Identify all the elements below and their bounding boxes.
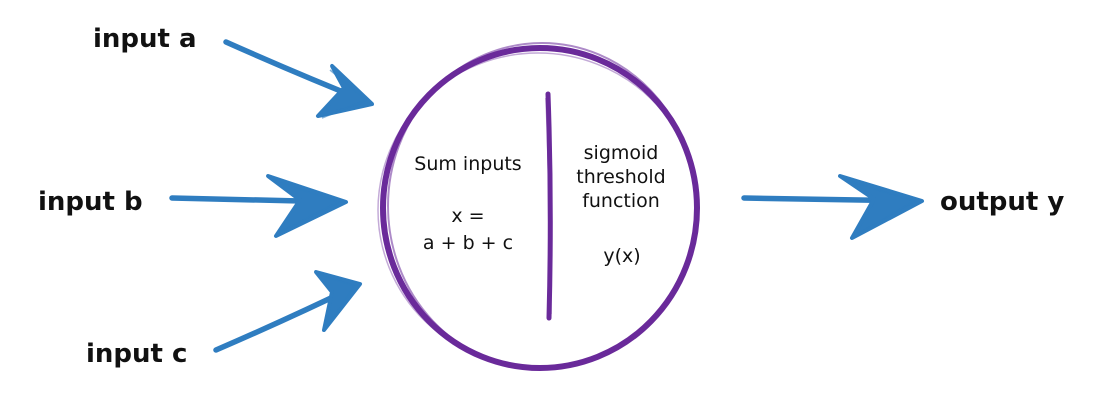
input-b-label: input b	[38, 187, 143, 217]
sum-equation-line2: a + b + c	[423, 232, 513, 254]
output-label: output y	[940, 187, 1064, 217]
input-c-label: input c	[86, 339, 187, 369]
arrow-input-c	[213, 270, 362, 353]
sigmoid-label-line2: threshold	[576, 166, 665, 188]
sigmoid-label-line3: function	[582, 190, 660, 212]
sum-equation-line1: x =	[451, 205, 484, 227]
sigmoid-label-line1: sigmoid	[584, 142, 659, 164]
arrow-output	[741, 174, 924, 240]
arrow-input-a	[223, 39, 374, 119]
arrow-input-b	[169, 174, 348, 238]
sum-inputs-label: Sum inputs	[414, 153, 521, 175]
sigmoid-formula: y(x)	[603, 245, 640, 267]
neuron-divider	[545, 91, 553, 321]
input-a-label: input a	[93, 24, 197, 54]
neuron-circle	[377, 42, 700, 371]
